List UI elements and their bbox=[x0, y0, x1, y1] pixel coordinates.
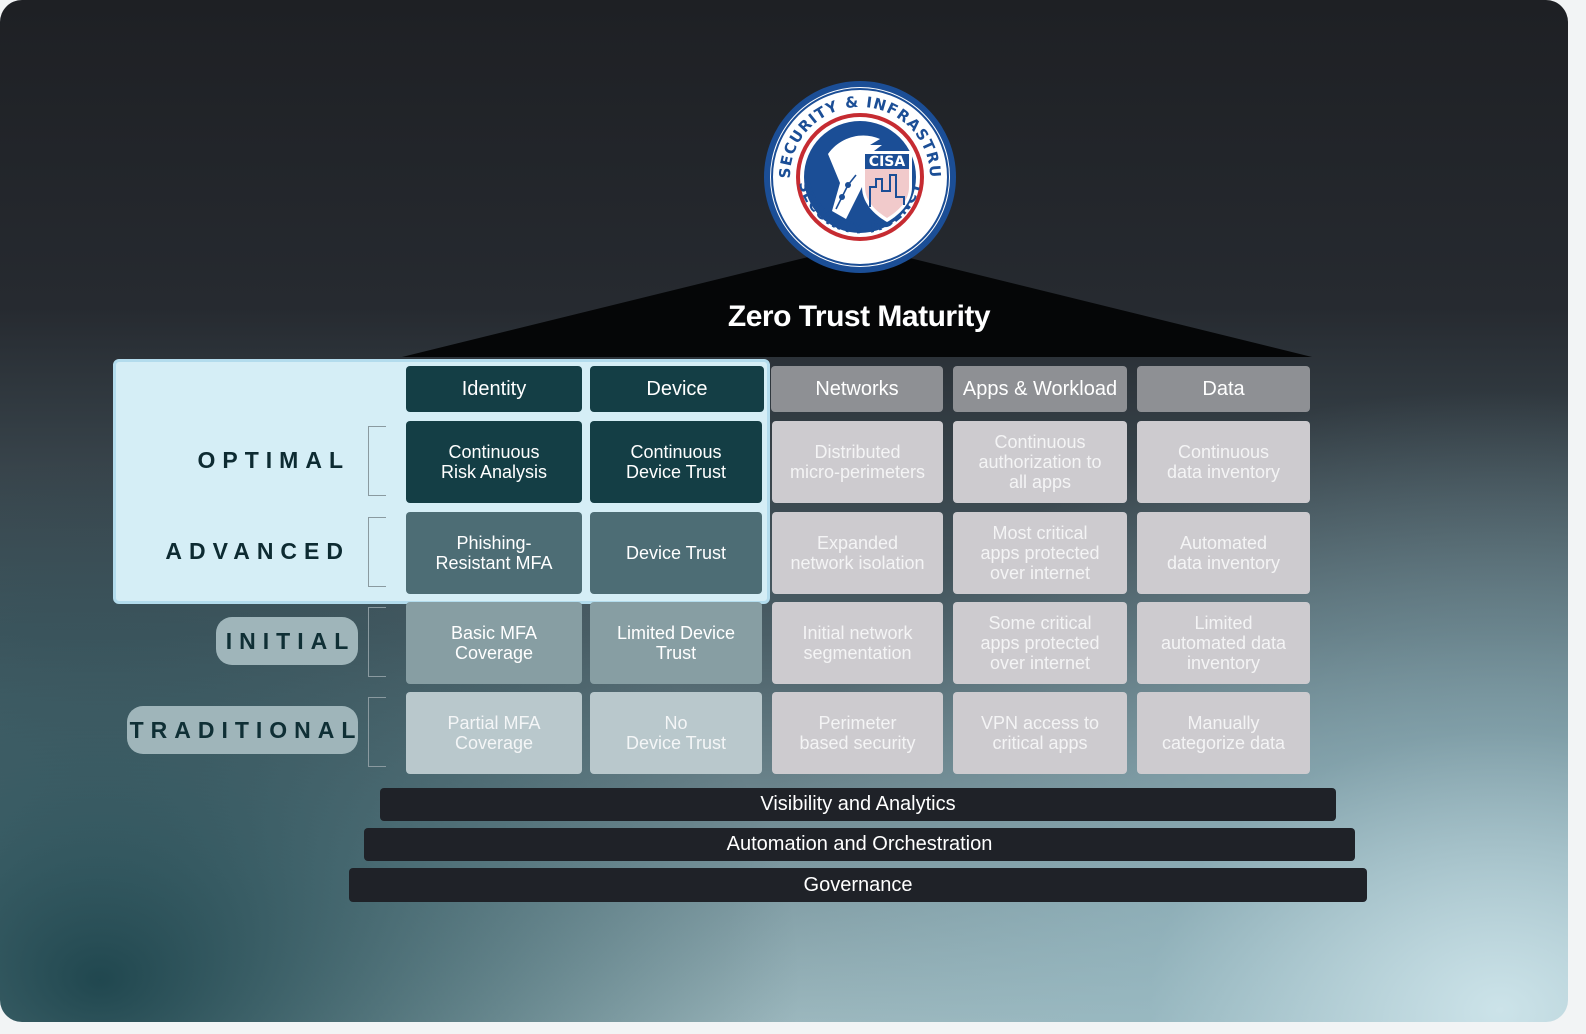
cell-networks-advanced: Expanded network isolation bbox=[772, 512, 943, 594]
cell-apps-initial: Some critical apps protected over intern… bbox=[953, 602, 1127, 684]
level-label-advanced: ADVANCED bbox=[165, 538, 350, 564]
cell-networks-optimal: Distributed micro-perimeters bbox=[772, 421, 943, 503]
column-header-identity: Identity bbox=[406, 366, 582, 412]
cell-device-traditional: No Device Trust bbox=[590, 692, 762, 774]
bracket-optimal bbox=[368, 426, 386, 496]
cell-device-optimal: Continuous Device Trust bbox=[590, 421, 762, 503]
roof-triangle bbox=[402, 245, 1312, 357]
cell-device-initial: Limited Device Trust bbox=[590, 602, 762, 684]
cisa-seal: CYBERSECURITY & INFRASTRUCTURE SECURITY … bbox=[755, 65, 958, 275]
cell-data-advanced: Automated data inventory bbox=[1137, 512, 1310, 594]
column-header-device: Device bbox=[590, 366, 764, 412]
cell-device-advanced: Device Trust bbox=[590, 512, 762, 594]
cell-identity-optimal: Continuous Risk Analysis bbox=[406, 421, 582, 503]
seal-center-text: CISA bbox=[869, 154, 906, 170]
diagram-canvas: CYBERSECURITY & INFRASTRUCTURE SECURITY … bbox=[0, 0, 1568, 1022]
foundation-automation-orchestration: Automation and Orchestration bbox=[364, 828, 1355, 861]
cell-data-initial: Limited automated data inventory bbox=[1137, 602, 1310, 684]
level-label-optimal: OPTIMAL bbox=[197, 447, 350, 473]
diagram-title: Zero Trust Maturity bbox=[727, 300, 991, 333]
cell-networks-traditional: Perimeter based security bbox=[772, 692, 943, 774]
bracket-traditional bbox=[368, 697, 386, 767]
column-header-apps-workload: Apps & Workload bbox=[953, 366, 1127, 412]
cell-data-traditional: Manually categorize data bbox=[1137, 692, 1310, 774]
level-label-traditional: TRADITIONAL bbox=[127, 706, 358, 754]
cell-identity-advanced: Phishing- Resistant MFA bbox=[406, 512, 582, 594]
cell-apps-traditional: VPN access to critical apps bbox=[953, 692, 1127, 774]
cell-networks-initial: Initial network segmentation bbox=[772, 602, 943, 684]
column-header-networks: Networks bbox=[771, 366, 943, 412]
cell-identity-initial: Basic MFA Coverage bbox=[406, 602, 582, 684]
cell-data-optimal: Continuous data inventory bbox=[1137, 421, 1310, 503]
column-header-data: Data bbox=[1137, 366, 1310, 412]
cell-identity-traditional: Partial MFA Coverage bbox=[406, 692, 582, 774]
bracket-initial bbox=[368, 607, 386, 677]
cell-apps-advanced: Most critical apps protected over intern… bbox=[953, 512, 1127, 594]
cell-apps-optimal: Continuous authorization to all apps bbox=[953, 421, 1127, 503]
foundation-governance: Governance bbox=[349, 868, 1367, 902]
level-label-initial: INITIAL bbox=[216, 617, 358, 665]
bracket-advanced bbox=[368, 517, 386, 587]
foundation-visibility-analytics: Visibility and Analytics bbox=[380, 788, 1336, 821]
